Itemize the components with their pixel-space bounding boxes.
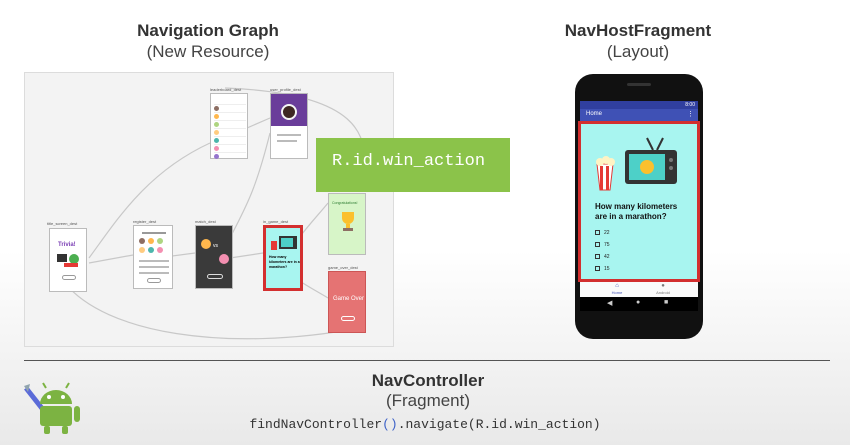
trivia-logo-text: Trivia! [58,242,76,248]
congrats-node[interactable]: Congratulations! [328,193,366,255]
nav-graph-subtitle: (New Resource) [146,42,270,61]
checkbox-icon [595,266,600,272]
code-prefix: findNavController [249,417,383,432]
section-divider [24,360,830,361]
nav-graph-title: Navigation Graph [137,21,279,40]
bottom-nav-android[interactable]: ● Android [648,283,678,295]
answer-option-3[interactable]: 42 [595,254,610,260]
match-label: match_dest [195,219,216,224]
navigate-code: findNavController().navigate(R.id.win_ac… [150,417,700,432]
question-line-2: are in a marathon? [595,212,667,221]
recents-icon[interactable]: ■ [664,299,669,306]
win-action-callout: R.id.win_action [316,138,510,192]
user-profile-node[interactable] [270,93,308,159]
android-mascot-icon [24,382,80,434]
match-play-button[interactable] [207,274,223,279]
question-line-1: How many kilometers [595,202,678,211]
system-nav-bar: ◀ ● ■ [580,297,698,311]
vs-text: vs [213,243,218,249]
toolbar-title: Home [586,111,603,117]
opponent-avatar [219,254,229,264]
home-circle-icon[interactable]: ● [636,299,641,306]
phone-speaker [627,83,651,86]
game-over-node[interactable]: Game Over [328,271,366,333]
leaderboard-node[interactable]: /* rows drawn statically below */ [210,93,248,159]
answer-option-1[interactable]: 22 [595,230,610,236]
register-label: register_dest [133,219,157,224]
tv-popcorn-icon [596,137,677,191]
trivia-illustration-icon [57,254,79,267]
profile-avatar [281,104,297,120]
checkbox-icon [595,230,600,236]
phone-device: 8:00 Home ⋮ How many kilometers are in a… [575,74,703,339]
title-screen-node[interactable]: Trivia! [49,228,87,292]
in-game-node[interactable]: How many kilometers are in a marathon? [263,225,303,291]
navigation-graph-panel: title_screen_dest Trivia! register_dest … [24,72,394,347]
fragment-container: How many kilometers are in a marathon? 2… [578,121,700,282]
in-game-question: How many kilometers are in a marathon? [269,255,300,269]
player-avatar [201,239,211,249]
back-icon[interactable]: ◀ [607,300,613,307]
match-node[interactable]: vs [195,225,233,289]
user-profile-label: user_profile_dest [270,87,301,92]
overflow-menu-icon[interactable]: ⋮ [687,111,694,118]
nav-host-title: NavHostFragment [564,21,712,40]
game-over-button[interactable] [341,316,355,321]
code-paren: () [382,417,398,432]
avatar-row [139,238,169,254]
game-over-text: Game Over [333,296,365,302]
code-suffix: .navigate(R.id.win_action) [397,417,601,432]
app-toolbar: Home ⋮ [580,109,698,121]
register-node[interactable] [133,225,173,289]
answer-option-4[interactable]: 15 [595,266,610,272]
title-screen-label: title_screen_dest [47,221,78,226]
checkbox-icon [595,254,600,260]
in-game-label: in_game_dest [263,219,289,224]
title-play-button[interactable] [62,275,76,280]
status-bar: 8:00 [580,101,698,109]
tv-popcorn-icon [271,236,297,250]
leaderboard-rows [214,98,246,159]
win-action-text: R.id.win_action [332,152,486,171]
bottom-nav-home[interactable]: ⌂ Home [602,283,632,295]
android-icon: ● [661,283,665,289]
graph-connectors [64,87,365,340]
game-over-label: game_over_dest [328,265,358,270]
nav-controller-subtitle: (Fragment) [385,391,471,410]
nav-host-subtitle: (Layout) [606,42,670,61]
register-button[interactable] [147,278,161,283]
bottom-navigation: ⌂ Home ● Android [580,282,698,297]
congrats-text: Congratulations! [332,201,358,205]
trophy-icon [342,212,354,231]
home-icon: ⌂ [615,283,619,289]
answer-option-2[interactable]: 75 [595,242,610,248]
status-time: 8:00 [685,102,695,108]
nav-controller-title: NavController [371,371,485,390]
checkbox-icon [595,242,600,248]
leaderboard-label: leaderboard_dest [210,87,242,92]
